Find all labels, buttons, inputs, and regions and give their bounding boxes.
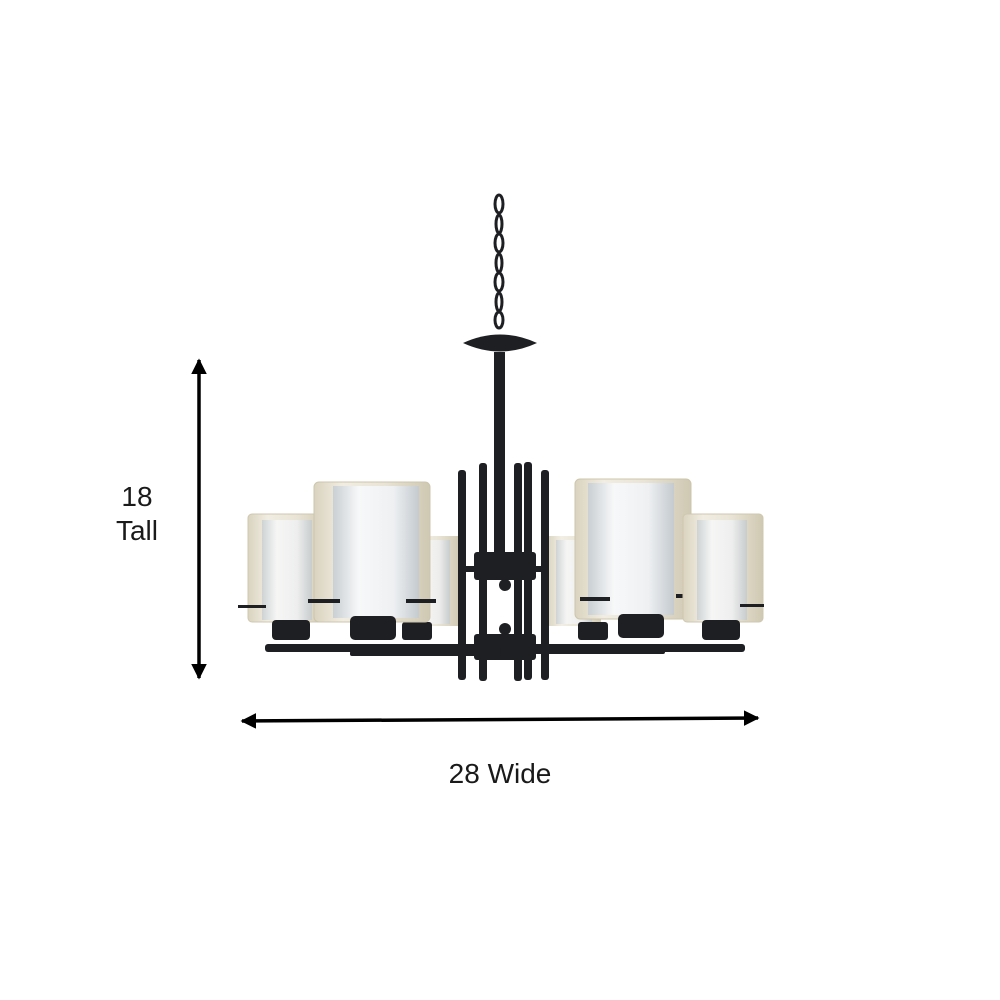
chandelier: [238, 193, 764, 681]
height-unit: Tall: [115, 514, 158, 546]
arms: [265, 644, 745, 656]
height-value: 18: [121, 481, 153, 512]
shade-right-outer: [682, 513, 764, 640]
shade-right-front: [574, 478, 708, 638]
height-dimension-label: 18 Tall: [108, 480, 166, 547]
chain: [493, 193, 505, 330]
shade-left-outer: [238, 513, 329, 640]
canopy: [463, 334, 537, 352]
stem: [494, 352, 505, 552]
width-dimension-label: 28 Wide: [448, 758, 552, 789]
width-arrow: [240, 710, 760, 729]
shade-left-front: [308, 481, 436, 640]
